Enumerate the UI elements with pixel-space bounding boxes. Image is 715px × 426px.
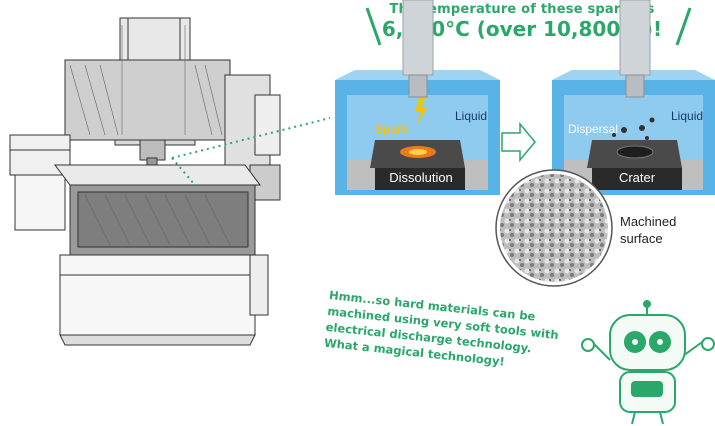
machined-surface-caption: Machined surface [620, 213, 676, 247]
machined-surface-line1: Machined [620, 214, 677, 229]
tank-before-diagram [335, 0, 500, 195]
headline-line1: The temperature of these sparks is [389, 2, 655, 17]
liquid-label-before: Liquid [455, 109, 488, 123]
dissolution-label: Dissolution [389, 170, 453, 185]
machined-surface-image [495, 169, 613, 287]
robot-mascot-icon [581, 300, 715, 425]
crater-label: Crater [618, 170, 656, 185]
tank-after-diagram [552, 0, 715, 195]
spark-label: Spark [375, 122, 409, 136]
edm-machine-illustration [9, 17, 281, 346]
machined-surface-line2: surface [620, 231, 663, 246]
dispersal-label: Dispersal [568, 122, 619, 136]
liquid-label-after: Liquid [671, 109, 704, 123]
